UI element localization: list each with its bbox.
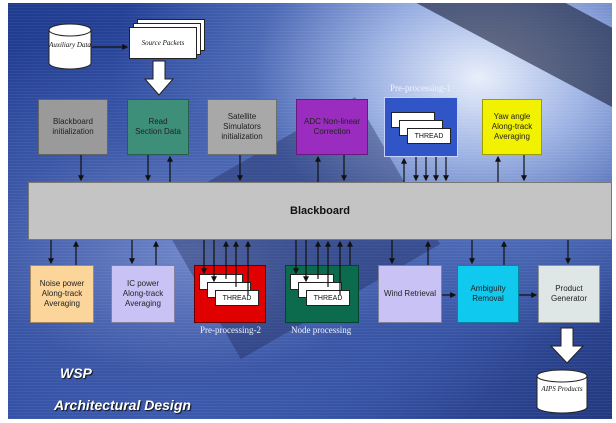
ic-power-averaging-box: IC power Along-track Averaging: [111, 265, 175, 323]
noise-power-averaging-box: Noise power Along-track Averaging: [30, 265, 94, 323]
blackboard-initialization-label: Blackboard initialization: [52, 117, 94, 136]
satellite-simulators-box: Satellite Simulators initialization: [207, 99, 277, 155]
ambiguity-removal-box: Ambiguity Removal: [457, 265, 519, 323]
read-section-data-label: Read Section Data: [135, 117, 181, 136]
aips-products-label: AIPS Products: [541, 385, 583, 393]
preprocessing-1-thread-front: THREAD: [407, 128, 451, 144]
node-processing-panel: THREAD: [285, 265, 359, 323]
node-processing-label: Node processing: [291, 325, 352, 335]
preprocessing-1-panel: THREAD: [384, 97, 458, 157]
read-section-data-box: Read Section Data: [127, 99, 189, 155]
wind-retrieval-label: Wind Retrieval: [383, 289, 436, 298]
blackboard-initialization-box: Blackboard initialization: [38, 99, 108, 155]
preprocessing-2-panel: THREAD: [194, 265, 266, 323]
blackboard-bar: Blackboard: [28, 182, 612, 240]
title-wsp: WSP: [60, 365, 92, 381]
wind-retrieval-box: Wind Retrieval: [378, 265, 442, 323]
yaw-angle-averaging-box: Yaw angle Along-track Averaging: [482, 99, 542, 155]
title-architectural-design: Architectural Design: [54, 397, 191, 413]
satellite-simulators-label: Satellite Simulators initialization: [221, 112, 263, 141]
adc-nonlinear-correction-label: ADC Non-linear Correction: [303, 117, 361, 136]
node-processing-thread-front: THREAD: [306, 290, 350, 306]
preprocessing-2-label: Pre-processing-2: [200, 325, 261, 335]
source-packets-label: Source Packets: [129, 27, 197, 59]
blackboard-label: Blackboard: [290, 205, 350, 217]
adc-nonlinear-correction-box: ADC Non-linear Correction: [296, 99, 368, 155]
product-generator-label: Product Generator: [550, 284, 588, 303]
auxiliary-data-label: Auxiliary Data: [49, 41, 91, 49]
ambiguity-removal-label: Ambiguity Removal: [470, 284, 506, 303]
diagram-canvas: Auxiliary Data Source Packets Blackboard…: [8, 3, 612, 419]
source-packets-stack: Source Packets: [127, 19, 207, 59]
noise-power-averaging-label: Noise power Along-track Averaging: [39, 279, 85, 308]
auxiliary-data-store: Auxiliary Data: [48, 23, 92, 71]
product-generator-box: Product Generator: [538, 265, 600, 323]
connector-arrows: [48, 44, 585, 364]
yaw-angle-averaging-label: Yaw angle Along-track Averaging: [491, 112, 533, 141]
ic-power-averaging-label: IC power Along-track Averaging: [122, 279, 164, 308]
preprocessing-1-label: Pre-processing-1: [390, 83, 451, 93]
aips-products-store: AIPS Products: [536, 369, 588, 415]
